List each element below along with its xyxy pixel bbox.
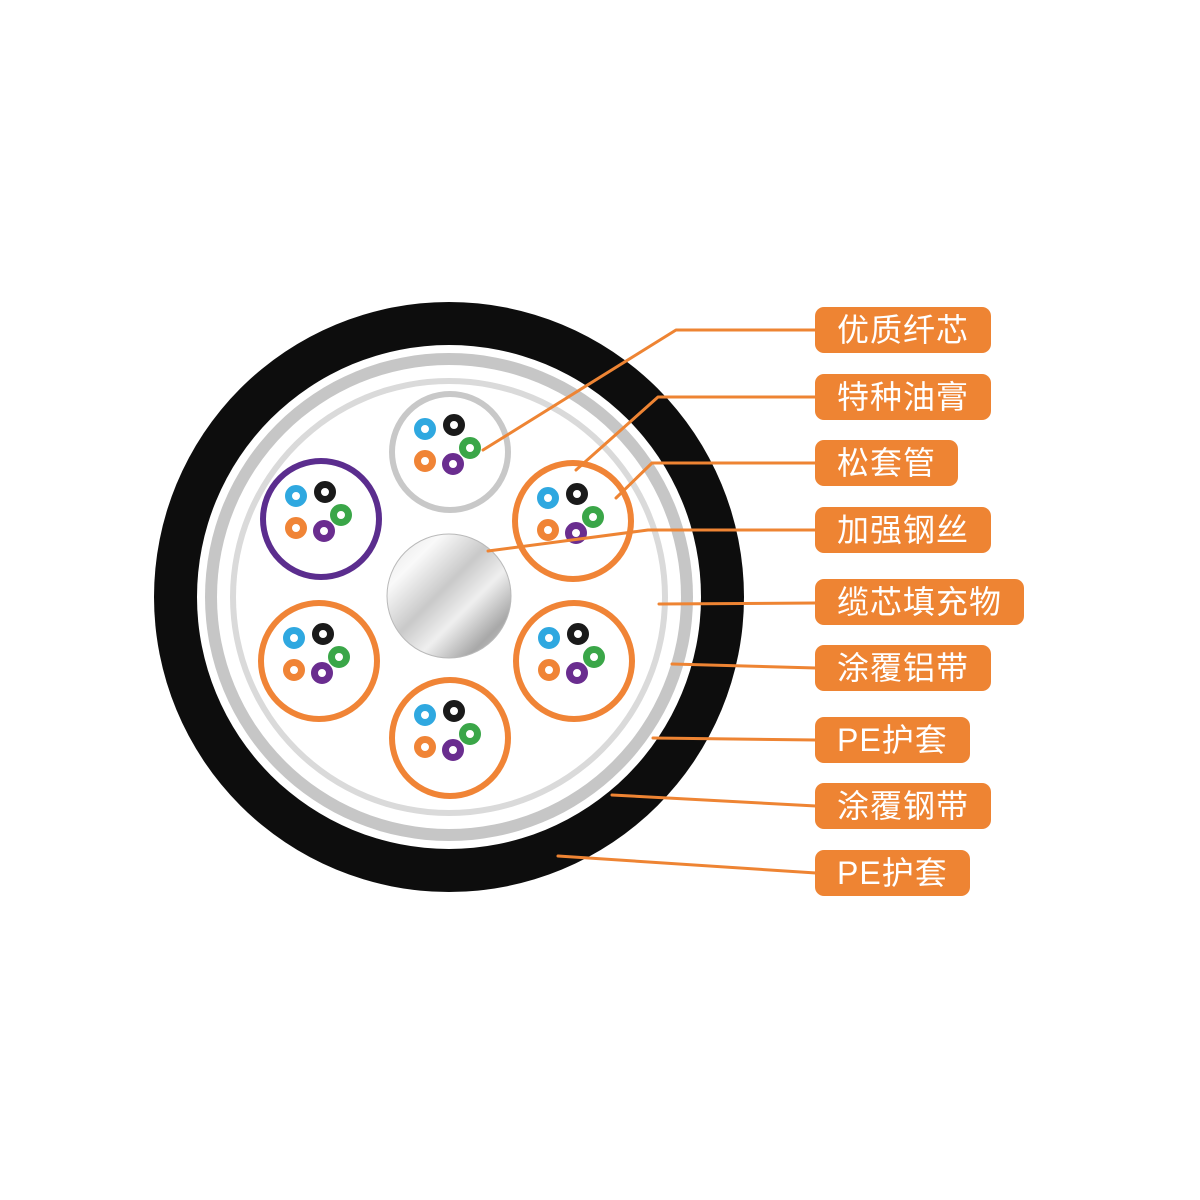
leader-line-7 xyxy=(651,736,818,742)
leader-line-3 xyxy=(614,461,818,500)
loose-tube-lower-left xyxy=(258,600,380,722)
leader-line-6 xyxy=(670,662,818,670)
fiber-core xyxy=(538,627,560,649)
fiber-core xyxy=(314,481,336,503)
fiber-core xyxy=(537,487,559,509)
fiber-core xyxy=(566,483,588,505)
leader-line-8 xyxy=(610,793,818,808)
fiber-core xyxy=(312,623,334,645)
fiber-core xyxy=(537,519,559,541)
fiber-core xyxy=(414,736,436,758)
leader-line-9 xyxy=(556,854,818,875)
leader-line-4 xyxy=(486,528,818,553)
fiber-core xyxy=(311,662,333,684)
fiber-core xyxy=(328,646,350,668)
fiber-core xyxy=(313,520,335,542)
fiber-core xyxy=(459,437,481,459)
fiber-core xyxy=(443,700,465,722)
fiber-core xyxy=(583,646,605,668)
fiber-core xyxy=(459,723,481,745)
fiber-core xyxy=(414,704,436,726)
fiber-core xyxy=(283,627,305,649)
fiber-core xyxy=(566,662,588,684)
fiber-core xyxy=(582,506,604,528)
fiber-core xyxy=(567,623,589,645)
fiber-core xyxy=(283,659,305,681)
fiber-core xyxy=(443,414,465,436)
loose-tube-upper-left xyxy=(260,458,382,580)
leader-line-2 xyxy=(574,395,818,472)
fiber-core xyxy=(330,504,352,526)
fiber-core xyxy=(538,659,560,681)
fiber-core xyxy=(285,517,307,539)
fiber-core xyxy=(285,485,307,507)
loose-tube-top xyxy=(389,391,511,513)
loose-tube-lower-right xyxy=(513,600,635,722)
fiber-core xyxy=(414,450,436,472)
leader-line-5 xyxy=(657,601,818,606)
steel-wire xyxy=(386,533,512,659)
fiber-core xyxy=(442,453,464,475)
loose-tube-bottom xyxy=(389,677,511,799)
fiber-core xyxy=(414,418,436,440)
loose-tube-upper-right xyxy=(512,460,634,582)
fiber-core xyxy=(442,739,464,761)
leader-line-1 xyxy=(481,328,818,452)
